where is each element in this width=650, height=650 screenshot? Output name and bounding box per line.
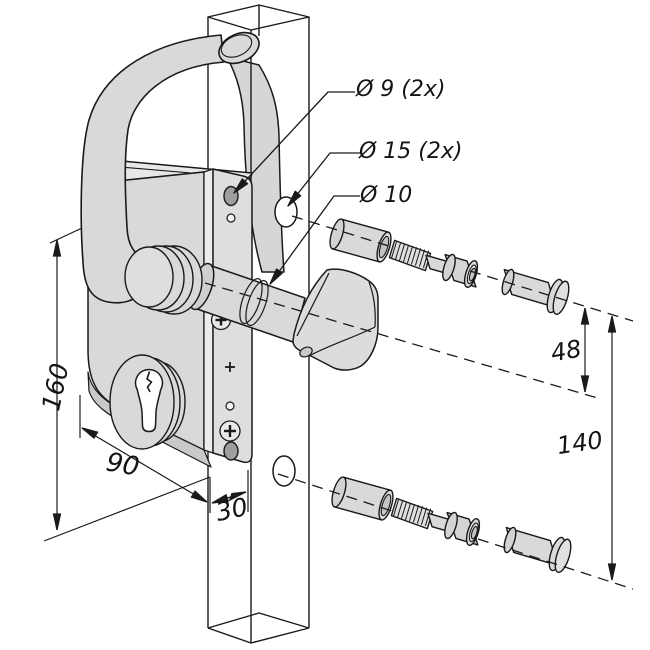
handle-end-cap <box>218 31 260 65</box>
fixing-hole-bottom <box>223 441 239 461</box>
cylinder-keyhole <box>109 354 186 450</box>
leader-dia9 <box>233 91 355 194</box>
spacer-tube <box>329 218 392 263</box>
knob-detail-hole <box>299 346 313 358</box>
threaded-rod <box>388 239 432 272</box>
dim-140-line <box>607 315 617 581</box>
dimension-lines <box>43 227 617 581</box>
socket-bolt <box>425 253 479 288</box>
dimension-hole-offset: 48 <box>548 334 584 368</box>
dim-30-line <box>209 470 249 513</box>
outer-handle-neck <box>226 56 285 273</box>
callout-pin-diameter: Ø 10 <box>360 183 413 208</box>
dimension-lock-depth: 90 <box>103 447 142 483</box>
euro-keyhole-profile <box>134 368 164 433</box>
leader-lines <box>233 91 360 285</box>
small-hole-lower <box>225 401 235 411</box>
callout-hole-diameter-top: Ø 9 (2x) <box>356 77 446 102</box>
leader-dia15 <box>287 152 360 207</box>
phillips-screw-lower <box>219 420 241 442</box>
small-hole-upper <box>226 213 236 223</box>
mounting-hole-upper <box>274 196 298 228</box>
center-lines <box>204 215 634 590</box>
inner-handle <box>80 31 260 304</box>
leader-dia10 <box>269 195 360 285</box>
key-slot <box>146 371 153 393</box>
handle-hub <box>124 245 203 315</box>
dimension-post-width: 30 <box>213 492 251 528</box>
cross-mark <box>225 362 235 372</box>
dim-90-line <box>79 395 208 503</box>
callout-hole-diameter-side: Ø 15 (2x) <box>359 139 463 164</box>
thumb-knob <box>292 268 379 371</box>
dimension-hole-spacing: 140 <box>555 425 605 461</box>
mounting-hole-lower <box>272 455 296 487</box>
bolt-assembly-lower <box>328 474 575 575</box>
dim-48-line <box>580 307 590 393</box>
bolt-assembly-upper <box>329 218 570 316</box>
sleeve-bushing <box>501 268 570 316</box>
